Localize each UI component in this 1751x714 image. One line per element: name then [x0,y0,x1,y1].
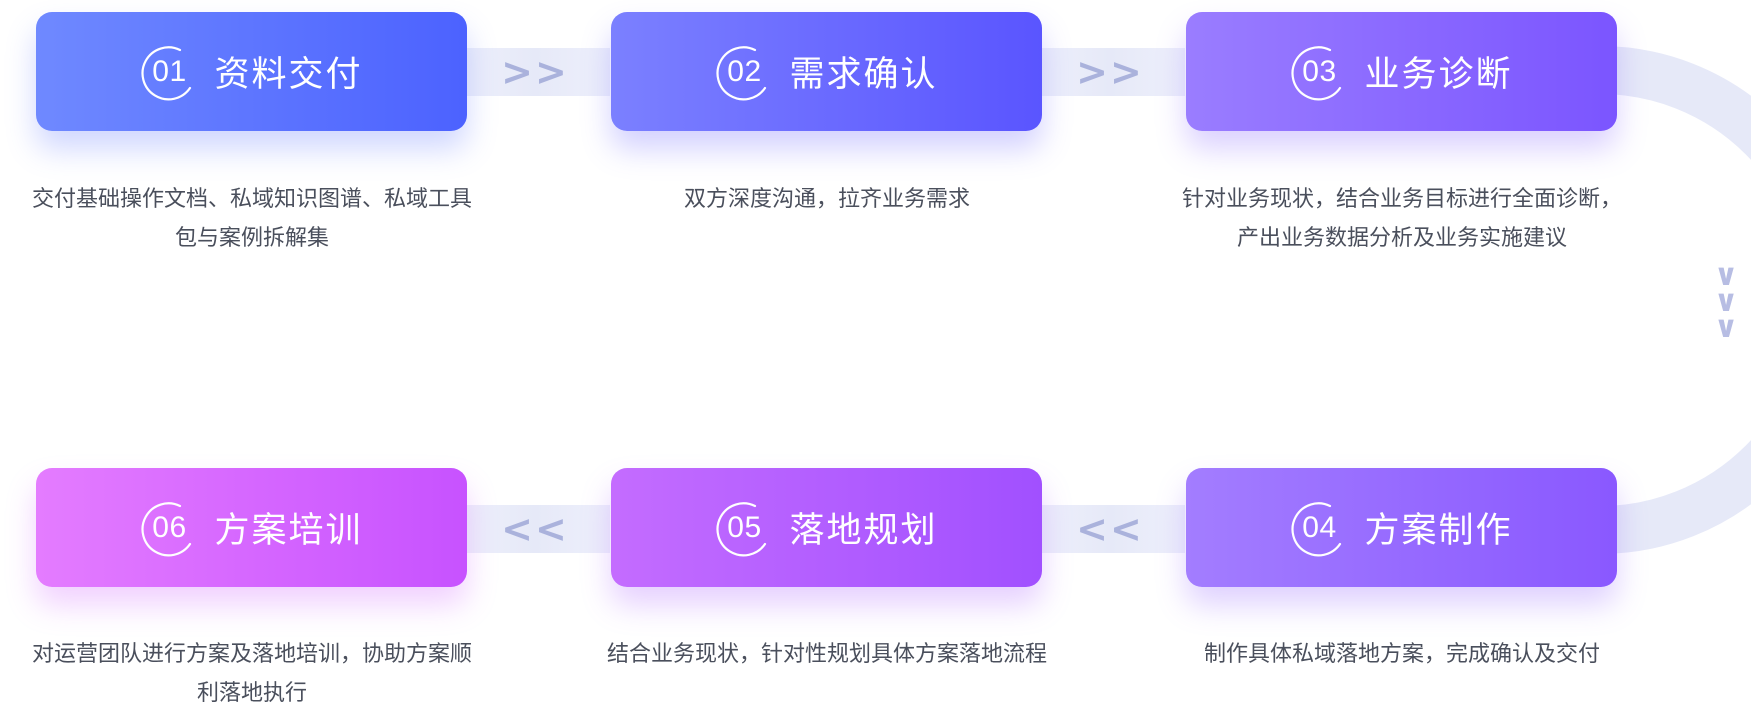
chevron-down-icon: ∨ [1713,284,1739,319]
step-badge: 03 [1290,43,1348,101]
step-badge: 06 [140,499,198,557]
step-title: 需求确认 [789,55,938,95]
connector-01-02: >> [460,48,610,96]
step-badge: 04 [1290,499,1348,557]
double-chevron-left-icon: << [1076,507,1144,551]
step-number: 05 [727,510,762,544]
step-card-02: 02 需求确认 [611,12,1042,131]
step-card-05: 05 落地规划 [611,468,1042,587]
step-description-03: 针对业务现状，结合业务目标进行全面诊断，产出业务数据分析及业务实施建议 [1182,187,1623,251]
step-card-06: 06 方案培训 [36,468,467,587]
step-number: 04 [1302,510,1337,544]
chevron-down-icon: ∨ [1713,258,1739,293]
step-title: 落地规划 [789,511,938,551]
double-chevron-right-icon: >> [501,50,569,94]
step-card-03: 03 业务诊断 [1186,12,1617,131]
step-badge: 02 [715,43,773,101]
step-description-05: 结合业务现状，针对性规划具体方案落地流程 [607,642,1048,667]
step-badge: 05 [715,499,773,557]
step-card-04: 04 方案制作 [1186,468,1617,587]
step-card-01: 01 资料交付 [36,12,467,131]
ring-icon [716,45,767,100]
step-number: 03 [1302,54,1337,88]
double-chevron-left-icon: << [501,507,569,551]
step-badge: 01 [140,43,198,101]
step-number: 02 [727,54,762,88]
connector-06-05: << [460,505,610,553]
double-chevron-right-icon: >> [1076,50,1144,94]
step-title: 业务诊断 [1364,55,1513,95]
ring-icon [1291,501,1342,556]
ring-icon [1291,45,1342,100]
down-arrow-icons: ∨ ∨ ∨ [1706,258,1746,345]
connector-02-03: >> [1035,48,1185,96]
connector-05-04: << [1035,505,1185,553]
step-description-02: 双方深度沟通，拉齐业务需求 [683,187,970,212]
ring-icon [141,501,192,556]
step-title: 资料交付 [214,55,363,95]
step-description-01: 交付基础操作文档、私域知识图谱、私域工具包与案例拆解集 [32,187,473,251]
step-title: 方案制作 [1364,511,1513,551]
step-title: 方案培训 [214,511,363,551]
step-number: 01 [152,54,187,88]
step-number: 06 [152,510,187,544]
ring-icon [141,45,192,100]
step-description-04: 制作具体私域落地方案，完成确认及交付 [1203,642,1600,667]
ring-icon [716,501,767,556]
step-description-06: 对运营团队进行方案及落地培训，协助方案顺利落地执行 [32,642,473,706]
chevron-down-icon: ∨ [1713,310,1739,345]
